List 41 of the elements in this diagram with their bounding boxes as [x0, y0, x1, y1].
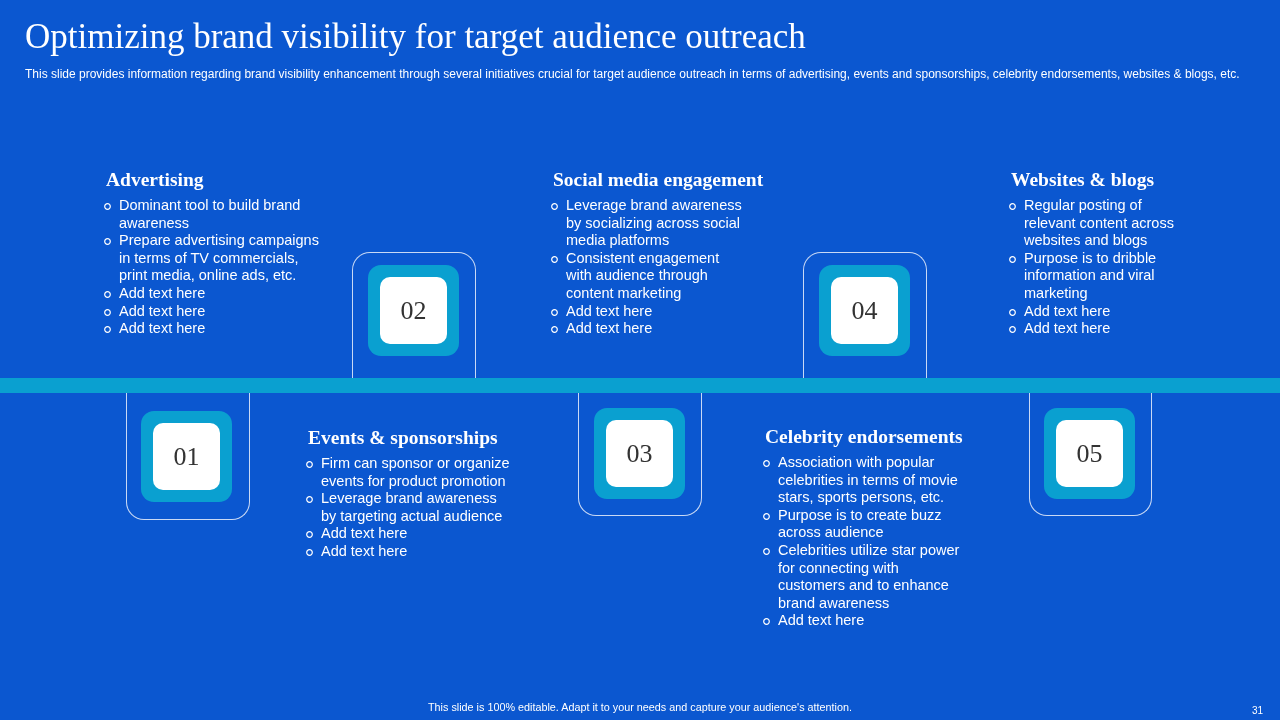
- step-number: 03: [606, 420, 673, 487]
- page-number: 31: [1252, 704, 1264, 717]
- number-tile: [819, 265, 910, 356]
- bullet-text: Add text here: [321, 542, 408, 561]
- bullet-text: Add text here: [566, 302, 653, 321]
- number-tile: [1044, 408, 1135, 499]
- bullet-text: Leverage brand awareness by targeting actual audience: [321, 490, 504, 526]
- number-tile: [368, 265, 459, 356]
- bullet-text: Add text here: [119, 302, 206, 321]
- bullet-text: Add text here: [778, 612, 865, 630]
- bullet-text: Dominant tool to build brand awareness: [119, 197, 302, 233]
- step-heading: Advertising: [106, 168, 204, 192]
- bullet-text: Celebrities utilize star power for connecting with customers and to enhance brand awareness: [778, 541, 961, 613]
- bullet-text: Leverage brand awareness by socializing across social media platforms: [566, 197, 743, 250]
- step-number: 01: [153, 423, 220, 490]
- bullet-text: Regular posting of relevant content across websites and blogs: [1024, 197, 1175, 250]
- step-number: 05: [1056, 420, 1123, 487]
- bullet-text: Add text here: [119, 320, 206, 338]
- bullet-text: Add text here: [1024, 302, 1111, 321]
- bullet-text: Add text here: [1024, 320, 1111, 338]
- subtitle-text: This slide provides information regarding brand visibility enhancement through several initiatives crucial for target audience outreach in terms of advertising, events and sponsorships, celebrity endorsements, websites & blogs, etc.: [25, 67, 1240, 81]
- step-heading: Events & sponsorships: [308, 426, 498, 450]
- bullet-text: Prepare advertising campaigns in terms of TV commercials, print media, online ads, etc.: [119, 232, 320, 285]
- step-heading: Celebrity endorsements: [765, 425, 963, 449]
- bullet-text: Association with popular celebrities in terms of movie stars, sports persons, etc.: [778, 454, 959, 507]
- step-heading: Social media engagement: [553, 168, 764, 192]
- step-heading: Websites & blogs: [1011, 168, 1154, 192]
- bullet-text: Purpose is to dribble information and viral marketing: [1024, 249, 1158, 303]
- bullet-text: Consistent engagement with audience through content marketing: [566, 249, 721, 303]
- footer-note: This slide is 100% editable. Adapt it to your needs and capture your audience's attention.: [428, 701, 852, 714]
- step-number: 02: [380, 277, 447, 344]
- bullet-text: Add text here: [119, 284, 206, 303]
- bullet-text: Add text here: [566, 320, 653, 338]
- bullet-text: Purpose is to create buzz across audience: [778, 506, 943, 542]
- timeline-bar: [0, 378, 1280, 393]
- bullet-text: Firm can sponsor or organize events for product promotion: [321, 455, 511, 491]
- bullet-text: Add text here: [321, 525, 408, 543]
- slide-title: Optimizing brand visibility for target audience outreach: [25, 16, 806, 58]
- number-tile: [141, 411, 232, 502]
- step-number: 04: [831, 277, 898, 344]
- number-tile: [594, 408, 685, 499]
